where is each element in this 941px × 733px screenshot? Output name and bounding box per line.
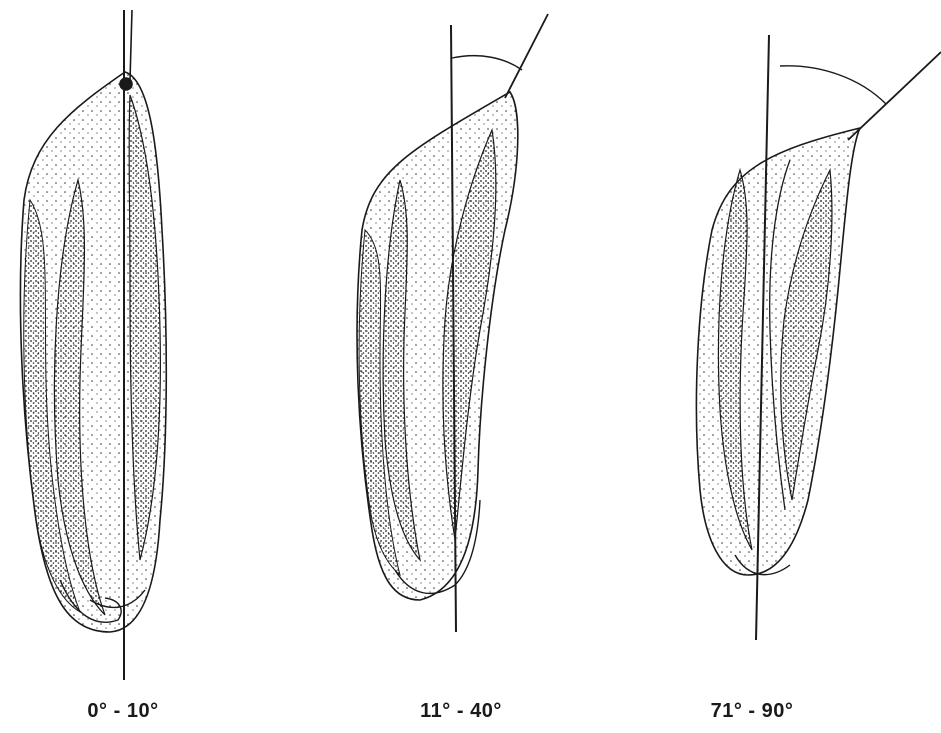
- angle-caption-3: 71° - 90°: [652, 700, 852, 723]
- angle-caption-2: 11° - 40°: [361, 700, 561, 723]
- grain-panel-1: [20, 10, 166, 680]
- angle-arc: [452, 56, 522, 70]
- awn-line: [505, 14, 548, 98]
- angle-arc: [780, 66, 886, 104]
- awn-line: [848, 52, 941, 140]
- grain-panel-3: [696, 35, 941, 640]
- angle-caption-1: 0° - 10°: [23, 700, 223, 723]
- grain-panel-2: [357, 14, 548, 632]
